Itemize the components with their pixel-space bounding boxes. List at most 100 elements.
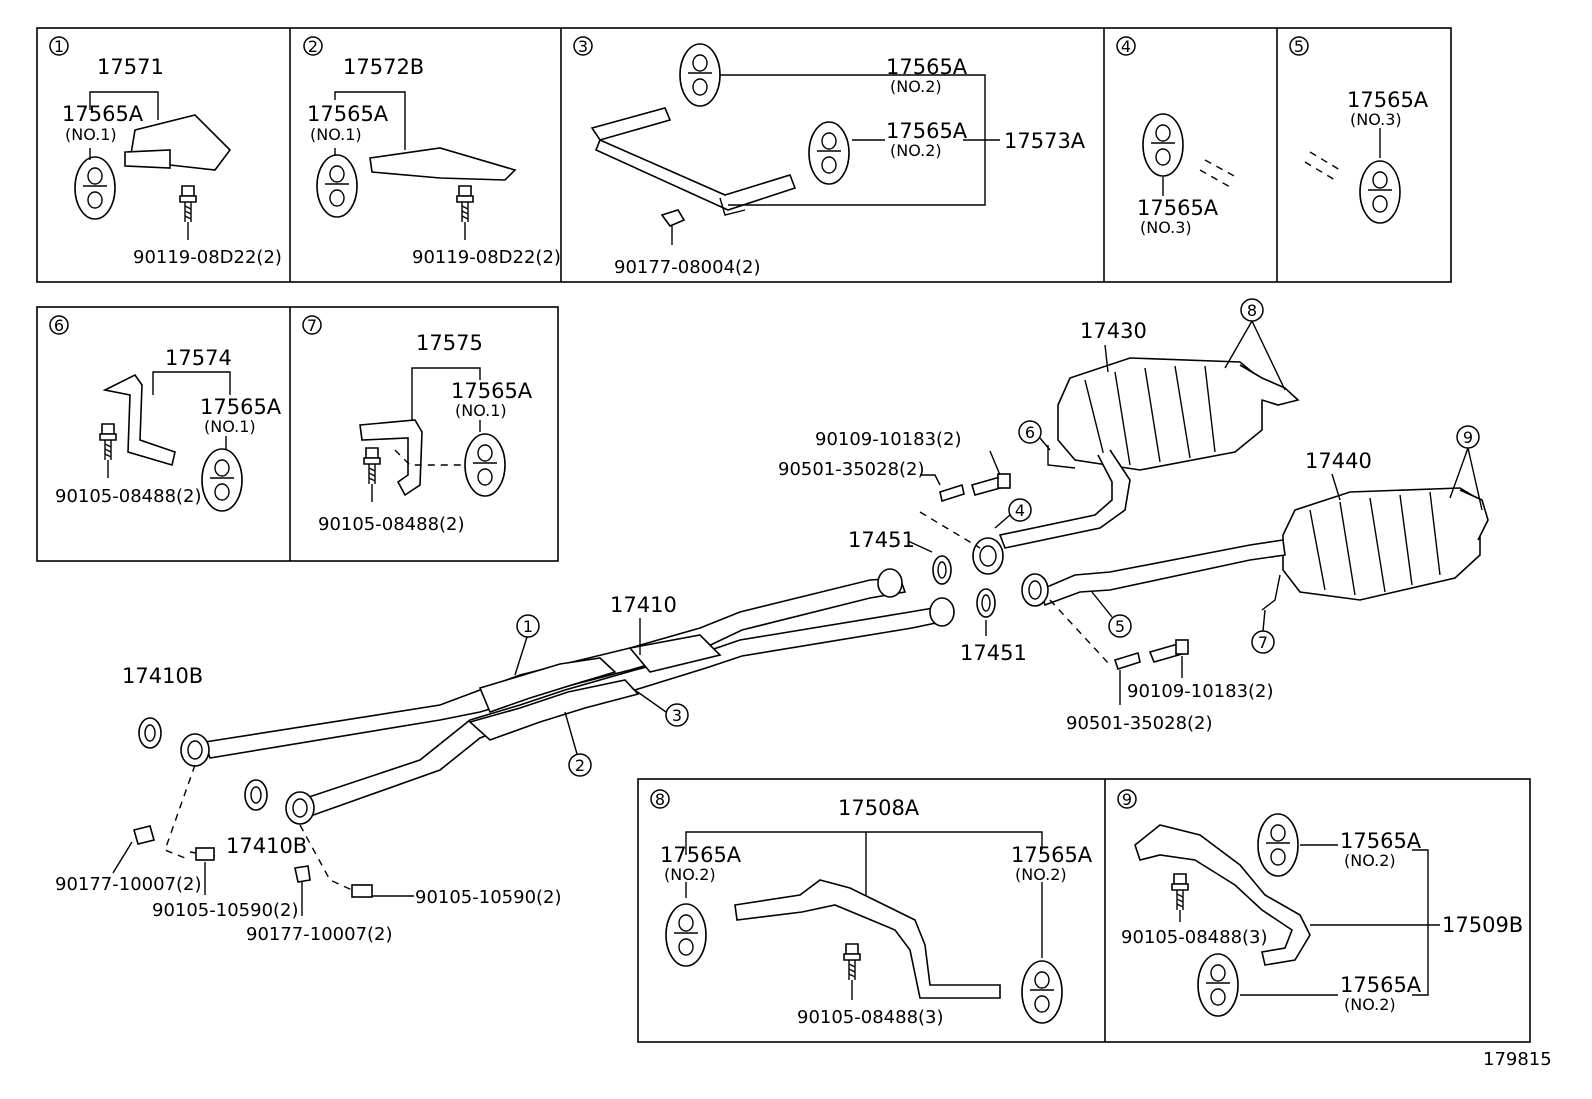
panel2-bolt-icon	[456, 185, 474, 223]
panel9-mount-b-note: (NO.2)	[1344, 995, 1396, 1014]
top-panel-frame	[36, 27, 1452, 283]
panel2-mount-label: 17565A	[307, 102, 389, 126]
panel4-mount-note: (NO.3)	[1140, 218, 1192, 237]
main-callout-3: 3	[672, 706, 682, 725]
gasket-a-label: 17410B	[122, 664, 203, 688]
mid-panel-frame	[36, 306, 559, 562]
panel7-bracket-icon	[359, 419, 423, 497]
main-callout-7: 7	[1258, 633, 1268, 652]
callout-8-circle	[650, 789, 670, 809]
bottom-panel-frame	[637, 778, 1531, 1043]
panel1-bolt-icon	[179, 185, 197, 223]
gasket-17451-a-icon	[932, 555, 952, 585]
callout-7-circle	[302, 315, 322, 335]
nut-a-label: 90177-10007(2)	[55, 874, 202, 895]
panel-2: 2 17572B 17565A (NO.1) 90119-08D22(2)	[303, 36, 561, 268]
panel5-callout: 5	[1294, 37, 1304, 56]
panel9-isolator-b-icon	[1197, 953, 1239, 1017]
callout-5-circle	[1289, 36, 1309, 56]
panel3-mount-b-label: 17565A	[886, 119, 968, 143]
panel8-callout: 8	[655, 790, 665, 809]
panel3-isolator-b-icon	[808, 121, 850, 185]
panel6-mount-note: (NO.1)	[204, 417, 256, 436]
panel9-mount-a-label: 17565A	[1340, 829, 1422, 853]
callout-9-circle	[1117, 789, 1137, 809]
panel3-callout: 3	[578, 37, 588, 56]
panel3-mount-a-label: 17565A	[886, 55, 968, 79]
panel9-bolt-label: 90105-08488(3)	[1121, 927, 1268, 948]
gasket-c-label: 17451	[848, 528, 915, 552]
gasket-b-label: 17410B	[226, 834, 307, 858]
callout-2-circle	[303, 36, 323, 56]
panel-1: 1 17571 17565A (NO.1) 90119-08D22(2)	[49, 36, 282, 268]
nut-a-icon	[133, 825, 155, 845]
panel6-bolt-label: 90105-08488(2)	[55, 486, 202, 507]
panel9-bracket-icon	[1134, 824, 1311, 966]
panel4-callout: 4	[1121, 37, 1131, 56]
main-callout-2: 2	[575, 756, 585, 775]
callout-4-circle	[1116, 36, 1136, 56]
panel9-mount-b-label: 17565A	[1340, 973, 1422, 997]
panel2-mount-note: (NO.1)	[310, 125, 362, 144]
panel5-mount-note: (NO.3)	[1350, 110, 1402, 129]
rear-flange-b-icon	[929, 597, 955, 627]
callout-3-circle	[573, 36, 593, 56]
panel9-mount-a-note: (NO.2)	[1344, 851, 1396, 870]
main-callout-1: 1	[523, 617, 533, 636]
panel9-assy-label: 17509B	[1442, 913, 1523, 937]
muffler-17430-inlet-pipe-icon	[998, 449, 1131, 549]
diagram-id: 179815	[1483, 1049, 1552, 1070]
panel7-mount-note: (NO.1)	[455, 401, 507, 420]
muffler-17440-icon	[1282, 487, 1481, 601]
catalytic-converter-a-icon	[478, 657, 617, 714]
panel6-mount-label: 17565A	[200, 395, 282, 419]
bolt-b-label: 90105-10590(2)	[415, 887, 562, 908]
panel-5: 5 17565A (NO.3)	[1289, 36, 1429, 224]
panel3-assy-label: 17573A	[1004, 129, 1086, 153]
panel8-mount-l-label: 17565A	[660, 843, 742, 867]
panel5-isolator-icon	[1359, 160, 1401, 224]
panel1-bracket-label: 17571	[97, 55, 164, 79]
panel7-bolt-icon	[363, 447, 381, 485]
rear-flange-a-icon	[877, 568, 903, 598]
panel7-mount-label: 17565A	[451, 379, 533, 403]
panel9-callout: 9	[1122, 790, 1132, 809]
panel5-mount-label: 17565A	[1347, 88, 1429, 112]
panel1-bolt-label: 90119-08D22(2)	[133, 247, 282, 268]
panel1-mount-note: (NO.1)	[65, 125, 117, 144]
panel8-bracket-label: 17508A	[838, 796, 920, 820]
front-pipe-label: 17410	[610, 593, 677, 617]
main-callout-5: 5	[1115, 617, 1125, 636]
panel1-isolator-icon	[74, 156, 116, 220]
muffler-17440-inlet-pipe-icon	[1039, 539, 1286, 607]
panel6-bolt-icon	[99, 423, 117, 461]
spring-lower-icon	[1113, 651, 1141, 671]
panel-3: 3 17565A (NO.2) 17565A (NO.2) 17573A 901…	[573, 36, 1086, 278]
spring-lower-label: 90501-35028(2)	[1066, 713, 1213, 734]
muffler-17430-flange-icon	[972, 537, 1004, 575]
panel9-isolator-a-icon	[1257, 813, 1299, 877]
panel-6: 6 17574 17565A (NO.1) 90105-08488(2)	[49, 315, 282, 512]
gasket-17451-b-icon	[976, 588, 996, 618]
panel7-bolt-label: 90105-08488(2)	[318, 514, 465, 535]
panel-8: 8 17508A 17565A (NO.2) 17565A (NO.2) 901…	[650, 789, 1093, 1028]
panel2-bracket-icon	[369, 147, 517, 181]
panel6-isolator-icon	[201, 448, 243, 512]
front-flange-b-icon	[285, 791, 315, 825]
bolt-upper-label: 90109-10183(2)	[815, 429, 962, 450]
bolt-lower-label: 90109-10183(2)	[1127, 681, 1274, 702]
muffler-17440-flange-icon	[1021, 573, 1049, 607]
panel-4: 4 17565A (NO.3)	[1116, 36, 1237, 237]
panel7-bracket-label: 17575	[416, 331, 483, 355]
spring-upper-icon	[939, 483, 965, 503]
panel6-bracket-icon	[102, 373, 176, 467]
panel8-mount-l-note: (NO.2)	[664, 865, 716, 884]
callout-1-circle	[49, 36, 69, 56]
panel8-mount-r-label: 17565A	[1011, 843, 1093, 867]
panel8-bracket-icon	[734, 879, 1001, 999]
panel7-isolator-icon	[464, 433, 506, 497]
bolt-b-icon	[351, 884, 373, 898]
panel1-callout: 1	[54, 37, 64, 56]
panel8-bolt-label: 90105-08488(3)	[797, 1007, 944, 1028]
